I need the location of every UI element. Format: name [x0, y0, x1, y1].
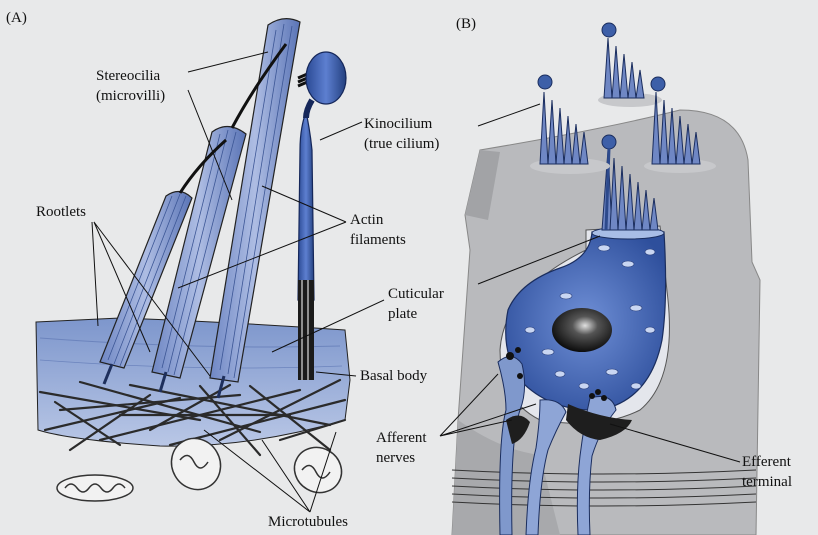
leader-rootlets — [91, 221, 211, 377]
label-cuticular: Cuticular — [388, 286, 444, 302]
label-microvilli: (microvilli) — [96, 88, 165, 104]
label-efferent: Efferent — [742, 454, 792, 470]
leader-kinocilium-b — [477, 103, 541, 127]
rootlets — [102, 363, 226, 399]
leader-stereocilia — [187, 51, 269, 201]
panel-a-label: (A) — [6, 10, 27, 26]
hair-bundle-top — [598, 22, 662, 107]
label-terminal: terminal — [742, 474, 792, 490]
stereocilium-tallest — [209, 18, 301, 383]
microtubule-mesh — [38, 378, 347, 457]
hair-bundle-right — [644, 76, 716, 173]
leader-cuticular-b — [477, 235, 601, 285]
kinocilium — [297, 51, 347, 380]
hair-bundle-main — [601, 134, 659, 231]
label-microtubules: Microtubules — [268, 514, 348, 530]
leader-basal-body — [315, 371, 357, 377]
label-plate: plate — [388, 306, 417, 322]
label-rootlets: Rootlets — [36, 204, 86, 220]
label-true-cilium: (true cilium) — [364, 136, 439, 152]
label-nerves: nerves — [376, 450, 415, 466]
stereocilium-tall — [151, 125, 247, 379]
leader-kinocilium — [319, 121, 363, 141]
leader-cuticular — [271, 299, 385, 353]
label-basal-body: Basal body — [360, 368, 428, 384]
hair-bundle-left — [530, 74, 610, 174]
label-afferent: Afferent — [376, 430, 427, 446]
stereocilium-medium — [99, 190, 193, 369]
leader-efferent — [609, 423, 741, 463]
label-kinocilium: Kinocilium — [364, 116, 433, 132]
mitochondria — [56, 437, 343, 502]
panel-b-label: (B) — [456, 16, 476, 32]
hair-cell-body — [505, 226, 667, 411]
nucleus — [552, 308, 612, 352]
leader-afferent — [439, 373, 537, 437]
label-filaments: filaments — [350, 232, 406, 248]
efferent-terminal — [506, 404, 632, 444]
label-stereocilia: Stereocilia — [96, 68, 160, 84]
leader-actin — [177, 185, 347, 289]
leader-microtubules — [203, 429, 337, 513]
label-actin: Actin — [350, 212, 384, 228]
